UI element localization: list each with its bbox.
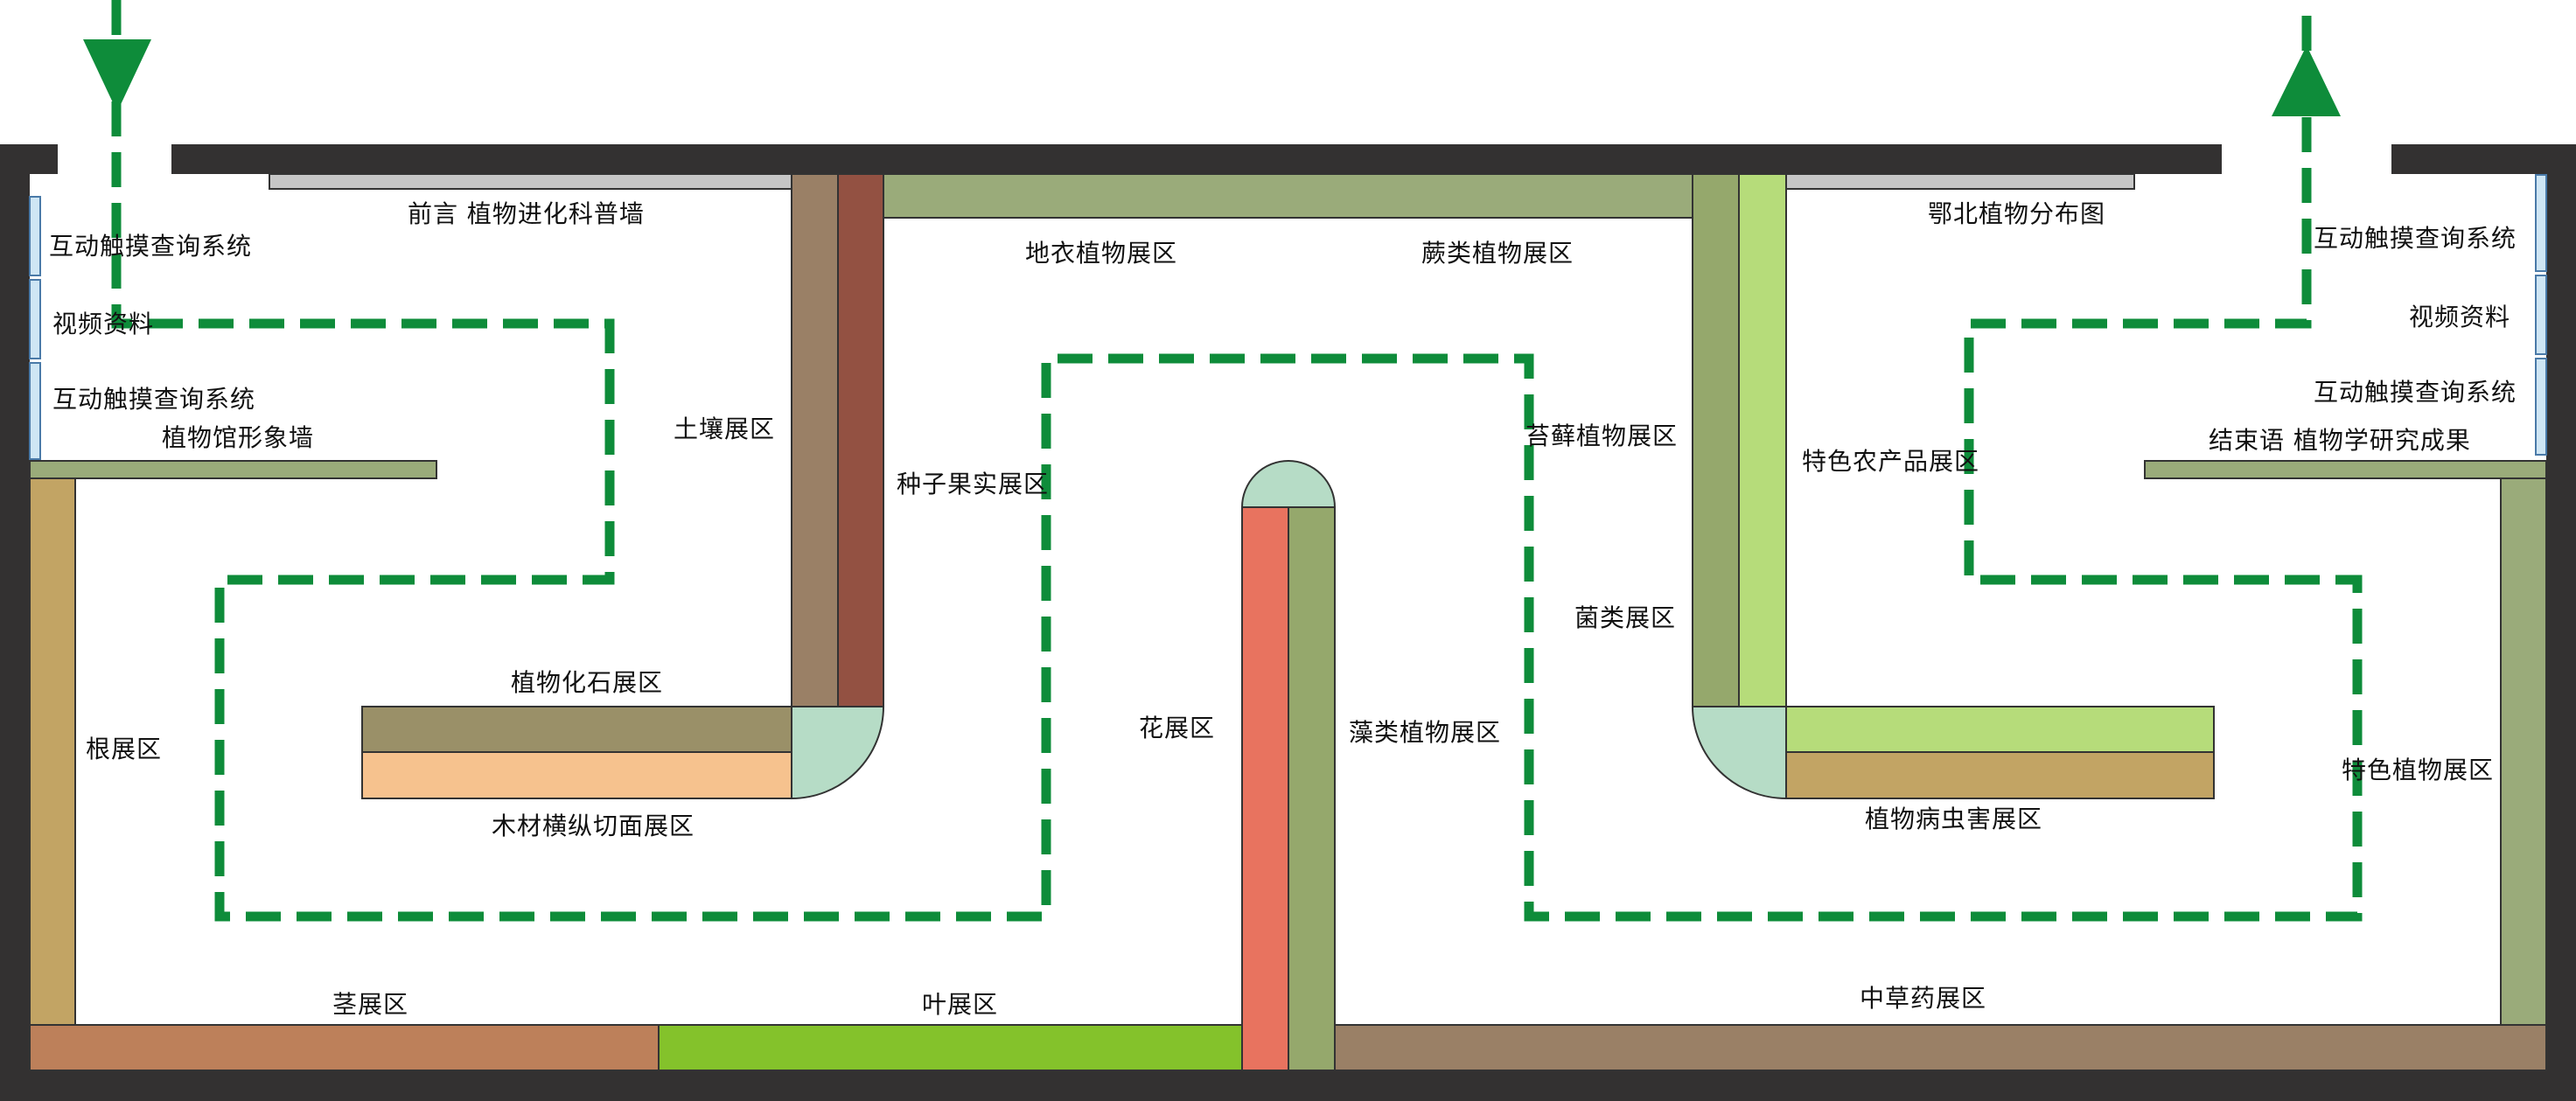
label-fossil: 植物化石展区 <box>511 668 663 697</box>
label-wood: 木材横纵切面展区 <box>492 812 695 840</box>
label-fungi: 菌类展区 <box>1574 603 1676 632</box>
label-lichen: 地衣植物展区 <box>1025 239 1177 268</box>
zone-labels: 前言 植物进化科普墙 地衣植物展区 蕨类植物展区 鄂北植物分布图 互动触摸查询系… <box>49 199 2517 1019</box>
outer-walls <box>0 144 2576 1101</box>
label-stem: 茎展区 <box>332 990 408 1019</box>
exhibit-panels <box>29 173 2547 1071</box>
moss-panel <box>1692 173 1740 707</box>
root-panel <box>29 477 76 1026</box>
herb-panel <box>1334 1024 2547 1071</box>
screen-left-2 <box>29 279 41 359</box>
special-plant-panel <box>2500 477 2547 1026</box>
image-wall-panel <box>29 460 437 479</box>
label-touch-right-1: 互动触摸查询系统 <box>2314 224 2517 253</box>
label-image-wall: 植物馆形象墙 <box>162 423 314 452</box>
conclusion-wall-panel <box>2144 460 2547 479</box>
label-soil: 土壤展区 <box>674 415 775 443</box>
pest-panel <box>1785 751 2215 799</box>
route-path <box>111 0 2363 922</box>
wall-top-center <box>171 144 2222 174</box>
label-touch-left-2: 互动触摸查询系统 <box>52 385 255 414</box>
leaf-panel <box>658 1024 1243 1071</box>
label-video-right: 视频资料 <box>2409 303 2510 331</box>
flower-cap <box>1240 460 1337 508</box>
arrow-down-icon <box>83 39 151 112</box>
seed-panel <box>837 173 884 707</box>
specialty-agri-bar-panel <box>1785 706 2215 753</box>
fossil-panel <box>361 706 792 753</box>
screen-right-2 <box>2535 275 2547 355</box>
label-seed: 种子果实展区 <box>897 470 1049 498</box>
right-corner-quarter <box>1691 706 1787 800</box>
label-special-plant: 特色植物展区 <box>2342 756 2494 784</box>
wall-left <box>0 144 30 1101</box>
wall-bottom <box>0 1070 2576 1101</box>
ebei-map-panel <box>1785 173 2135 190</box>
left-corner-quarter <box>791 706 885 800</box>
wood-panel <box>361 751 792 799</box>
wall-right <box>2546 144 2576 1101</box>
screen-right-3 <box>2535 358 2547 456</box>
specialty-agri-panel <box>1738 173 1787 707</box>
label-conclusion: 结束语 植物学研究成果 <box>2209 426 2471 455</box>
label-leaf: 叶展区 <box>922 990 998 1019</box>
label-algae: 藻类植物展区 <box>1349 718 1501 747</box>
screen-right-1 <box>2535 174 2547 272</box>
lichen-fern-panel <box>883 173 1693 219</box>
label-root: 根展区 <box>86 735 162 763</box>
label-ebei: 鄂北植物分布图 <box>1928 199 2105 228</box>
soil-panel <box>791 173 839 707</box>
side-screens <box>29 174 2547 460</box>
wall-top-right <box>2391 144 2576 174</box>
label-preface: 前言 植物进化科普墙 <box>408 199 645 228</box>
stem-panel <box>29 1024 660 1071</box>
label-flower: 花展区 <box>1139 714 1215 742</box>
label-fern: 蕨类植物展区 <box>1421 239 1574 268</box>
flower-panel <box>1241 506 1289 1071</box>
label-moss: 苔藓植物展区 <box>1525 422 1678 450</box>
label-video-left: 视频资料 <box>52 310 154 338</box>
label-pest: 植物病虫害展区 <box>1865 805 2042 833</box>
label-touch-right-2: 互动触摸查询系统 <box>2314 378 2517 407</box>
visitor-route <box>83 0 2363 922</box>
label-herb: 中草药展区 <box>1860 984 1986 1013</box>
arrow-up-icon <box>2272 45 2341 116</box>
algae-panel <box>1288 506 1336 1071</box>
preface-wall-panel <box>269 173 793 190</box>
screen-left-1 <box>29 196 41 276</box>
screen-left-3 <box>29 362 41 460</box>
label-specialty-agri: 特色农产品展区 <box>1802 447 1979 476</box>
label-touch-left-1: 互动触摸查询系统 <box>49 232 252 261</box>
